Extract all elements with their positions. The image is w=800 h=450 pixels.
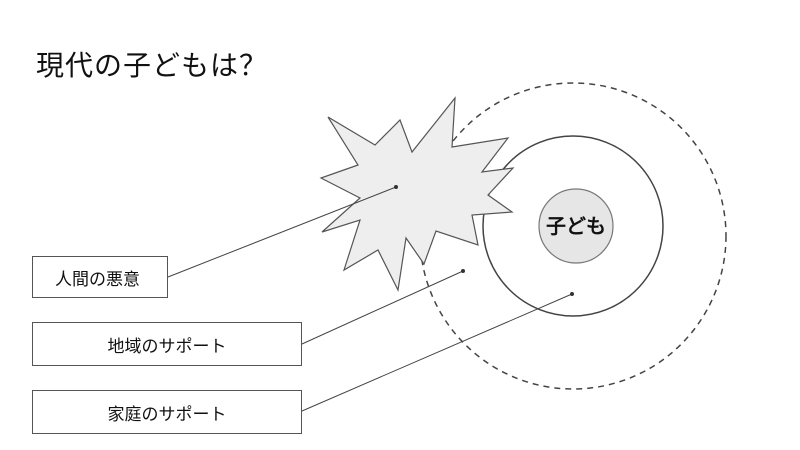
malice-connector-line xyxy=(167,186,397,278)
family-anchor-dot xyxy=(570,292,574,296)
malice-burst-shape xyxy=(319,96,515,292)
family-support-ring xyxy=(482,135,664,317)
community-support-ring xyxy=(419,82,727,390)
community-connector-line xyxy=(301,270,464,345)
family-support-label: 家庭のサポート xyxy=(107,404,227,425)
page-title: 現代の子どもは？ xyxy=(36,49,269,82)
family-support-label-box: 家庭のサポート xyxy=(32,390,302,434)
malice-label: 人間の悪意 xyxy=(55,269,140,290)
family-connector-line xyxy=(301,293,573,412)
malice-anchor-dot xyxy=(394,185,398,189)
child-label: 子ども xyxy=(546,214,606,238)
community-support-label-box: 地域のサポート xyxy=(32,322,302,366)
community-support-label: 地域のサポート xyxy=(107,336,227,357)
community-anchor-dot xyxy=(461,269,465,273)
child-circle xyxy=(538,188,614,264)
malice-label-box: 人間の悪意 xyxy=(32,256,168,298)
